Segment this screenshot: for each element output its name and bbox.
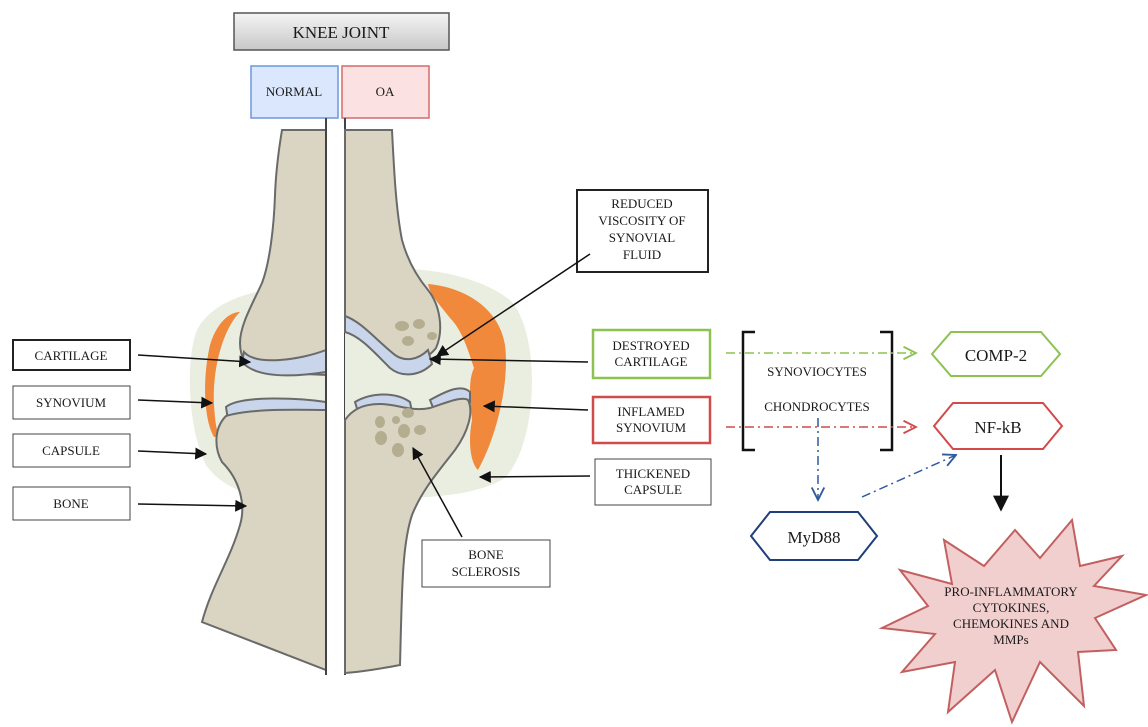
label-bone-sclerosis: BONE SCLEROSIS (422, 540, 550, 587)
svg-text:SYNOVIUM: SYNOVIUM (616, 420, 687, 435)
title-box: KNEE JOINT (234, 13, 449, 50)
node-comp2: COMP-2 (932, 332, 1060, 376)
svg-text:PRO-INFLAMMATORY: PRO-INFLAMMATORY (944, 584, 1078, 599)
oa-knee (345, 130, 532, 673)
arrow-bone (138, 504, 246, 506)
node-myd88: MyD88 (751, 512, 877, 560)
tab-oa-label: OA (376, 84, 395, 99)
svg-text:SYNOVIUM: SYNOVIUM (36, 395, 107, 410)
tab-oa: OA (342, 66, 429, 118)
svg-text:REDUCED: REDUCED (611, 196, 672, 211)
svg-text:THICKENED: THICKENED (616, 466, 690, 481)
label-bone: BONE (13, 487, 130, 520)
label-capsule: CAPSULE (13, 434, 130, 467)
svg-text:SYNOVIAL: SYNOVIAL (609, 230, 676, 245)
svg-text:BONE: BONE (468, 547, 503, 562)
svg-text:CAPSULE: CAPSULE (42, 443, 100, 458)
synoviocytes-label: SYNOVIOCYTES (767, 364, 867, 379)
label-thickened-capsule: THICKENED CAPSULE (595, 459, 711, 505)
normal-tibia (202, 410, 326, 670)
svg-text:FLUID: FLUID (623, 247, 661, 262)
oa-tibia (345, 399, 470, 673)
bracket-right (880, 332, 892, 450)
label-inflamed-synovium: INFLAMED SYNOVIUM (593, 397, 710, 443)
svg-text:CYTOKINES,: CYTOKINES, (973, 600, 1050, 615)
tab-normal: NORMAL (251, 66, 338, 118)
svg-text:CARTILAGE: CARTILAGE (615, 354, 688, 369)
arrow-thickened-capsule (480, 476, 590, 477)
svg-text:COMP-2: COMP-2 (965, 346, 1027, 365)
pro-inflammatory-burst: PRO-INFLAMMATORY CYTOKINES, CHEMOKINES A… (882, 520, 1146, 722)
svg-text:SCLEROSIS: SCLEROSIS (452, 564, 521, 579)
tab-normal-label: NORMAL (266, 84, 322, 99)
svg-text:DESTROYED: DESTROYED (612, 338, 689, 353)
normal-femur (240, 130, 326, 375)
arrow-capsule (138, 451, 206, 454)
svg-text:BONE: BONE (53, 496, 88, 511)
label-cartilage: CARTILAGE (13, 340, 130, 370)
svg-text:CHEMOKINES AND: CHEMOKINES AND (953, 616, 1069, 631)
svg-text:MyD88: MyD88 (788, 528, 841, 547)
normal-knee (190, 130, 326, 670)
label-reduced-viscosity: REDUCED VISCOSITY OF SYNOVIAL FLUID (577, 190, 708, 272)
blue-dash-up-arrow (862, 455, 956, 497)
node-nfkb: NF-kB (934, 403, 1062, 449)
bracket-left (743, 332, 755, 450)
label-synovium: SYNOVIUM (13, 386, 130, 419)
svg-text:INFLAMED: INFLAMED (617, 404, 684, 419)
chondrocytes-label: CHONDROCYTES (764, 399, 869, 414)
svg-text:CAPSULE: CAPSULE (624, 482, 682, 497)
svg-text:VISCOSITY OF: VISCOSITY OF (598, 213, 685, 228)
label-destroyed-cartilage: DESTROYED CARTILAGE (593, 330, 710, 378)
svg-text:CARTILAGE: CARTILAGE (35, 348, 108, 363)
title-text: KNEE JOINT (293, 23, 390, 42)
svg-text:NF-kB: NF-kB (974, 418, 1021, 437)
svg-text:MMPs: MMPs (993, 632, 1028, 647)
